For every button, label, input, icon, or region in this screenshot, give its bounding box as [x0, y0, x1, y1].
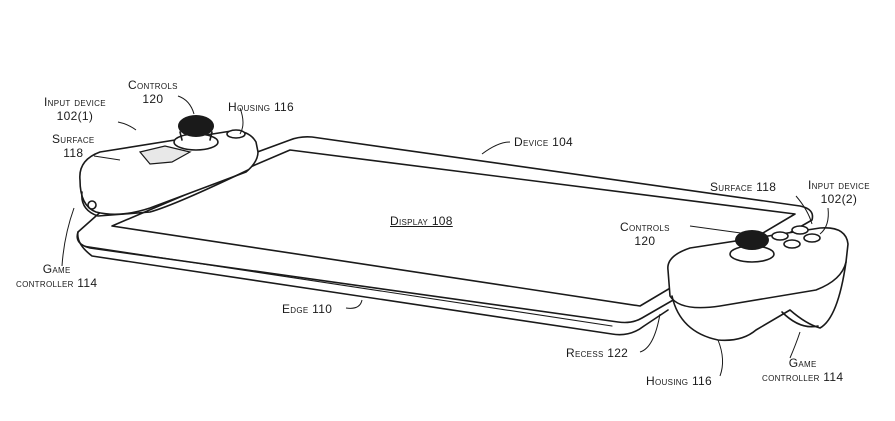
- label-game-controller-right: Game controller 114: [762, 356, 844, 384]
- tablet-edge: [76, 231, 669, 336]
- left-housing-lower: [81, 169, 249, 217]
- label-housing-right: Housing 116: [646, 374, 712, 388]
- right-game-controller: [667, 225, 849, 342]
- leader-game-controller-right: [789, 331, 801, 359]
- leader-edge: [345, 299, 363, 309]
- label-housing-left: Housing 116: [228, 100, 294, 114]
- right-button-1: [771, 231, 789, 241]
- right-button-2: [791, 225, 809, 235]
- leader-device: [481, 141, 511, 155]
- leader-controls-right: [689, 225, 749, 235]
- leader-surface-right: [795, 195, 813, 225]
- leader-housing-right: [717, 339, 724, 377]
- left-dpad: [138, 145, 192, 165]
- label-controls-left: Controls 120: [128, 78, 178, 106]
- leader-housing-left: [239, 107, 244, 135]
- label-game-controller-left: Game controller 114: [16, 262, 98, 290]
- right-button-4: [783, 239, 801, 249]
- leader-surface-left: [93, 155, 121, 161]
- tablet-edge-line: [83, 245, 613, 327]
- right-housing-grip: [671, 261, 847, 342]
- left-button: [226, 129, 246, 139]
- leader-input-device-left: [117, 121, 137, 131]
- left-joystick-cap: [178, 115, 214, 137]
- label-surface-left: Surface 118: [52, 132, 95, 160]
- leader-controls-left: [177, 95, 195, 115]
- right-button-3: [803, 233, 821, 243]
- right-grip-seam: [781, 311, 819, 328]
- label-device: Device 104: [514, 135, 574, 149]
- label-input-device-left: Input device 102(1): [44, 95, 106, 123]
- left-side-button: [87, 200, 97, 210]
- left-joystick-stem: [179, 131, 213, 141]
- leader-game-controller-left: [61, 207, 75, 267]
- label-recess: Recess 122: [566, 346, 629, 360]
- left-housing-body: [79, 130, 259, 216]
- leader-input-device-right: [819, 207, 829, 235]
- label-display: Display 108: [390, 214, 453, 228]
- label-controls-right: Controls 120: [620, 220, 670, 248]
- label-surface-right: Surface 118: [710, 180, 777, 194]
- right-joystick-cap: [735, 230, 769, 250]
- leader-lines: [61, 95, 829, 377]
- leader-recess: [639, 313, 661, 353]
- label-edge: Edge 110: [282, 302, 333, 316]
- left-game-controller: [79, 115, 259, 217]
- label-input-device-right: Input device 102(2): [808, 178, 870, 206]
